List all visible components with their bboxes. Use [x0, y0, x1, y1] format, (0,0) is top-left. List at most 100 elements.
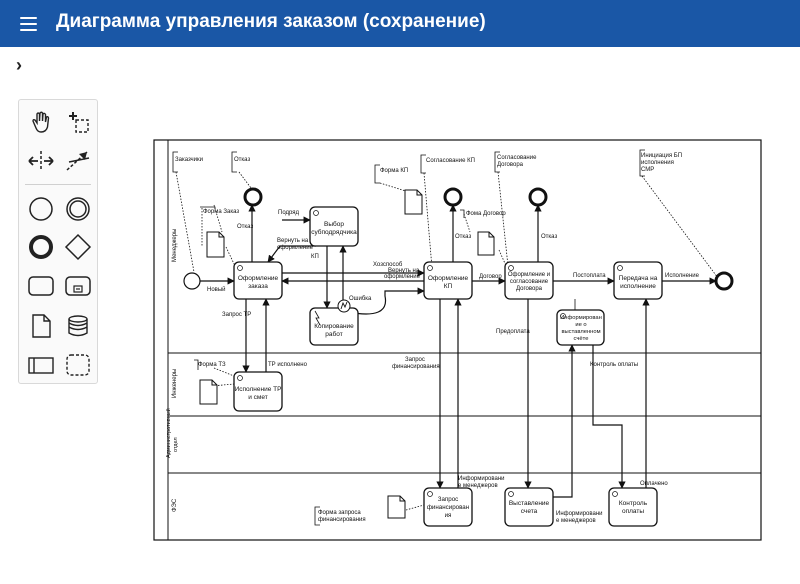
- flow-label-execution: Исполнение: [665, 273, 700, 279]
- data-object-kp-form[interactable]: [404, 189, 423, 215]
- task-payment-control[interactable]: Контроль оплаты: [608, 487, 658, 527]
- svg-text:Выставление: Выставление: [509, 500, 550, 507]
- intermediate-event-icon[interactable]: [63, 194, 93, 224]
- flow-label-refusal-1: Отказ: [237, 224, 253, 230]
- lane-admin-line2[interactable]: отдел: [173, 437, 179, 452]
- task-order[interactable]: Оформление заказа: [233, 261, 283, 300]
- lane-admin-line1[interactable]: Административный: [165, 408, 172, 458]
- lasso-icon[interactable]: [63, 108, 93, 138]
- lane-fes[interactable]: ФЭС: [172, 498, 178, 512]
- annotation-contract-approval[interactable]: Согласование Договора: [494, 151, 537, 173]
- svg-text:Заказчики: Заказчики: [175, 157, 203, 163]
- palette-separator: [25, 184, 91, 185]
- flow-label-error: Ошибка: [349, 296, 372, 302]
- gateway-icon[interactable]: [63, 232, 93, 262]
- lane-managers[interactable]: Менеджеры: [172, 229, 178, 262]
- flow-label-info2-line2: е менеджеров: [556, 518, 596, 524]
- svg-text:Согласование КП: Согласование КП: [426, 158, 475, 164]
- task-icon[interactable]: [26, 271, 56, 301]
- flow-label-fin-line1: Запрос: [405, 357, 425, 363]
- task-copy-works[interactable]: Копирование работ: [309, 307, 359, 346]
- svg-text:Оформление и: Оформление и: [508, 272, 550, 278]
- svg-text:Информирован: Информирован: [560, 315, 602, 321]
- svg-text:исполнения: исполнения: [641, 160, 674, 166]
- annotation-fin-form[interactable]: Форма запроса финансирования: [314, 506, 366, 526]
- end-event-refusal-1[interactable]: [243, 187, 263, 207]
- flow-label-back-line1: Вернуть на: [277, 238, 309, 244]
- end-event-refusal-2[interactable]: [443, 187, 463, 207]
- annotation-init-bp[interactable]: Инициация БП исполнения СМР: [639, 149, 682, 177]
- svg-text:счёте: счёте: [574, 336, 589, 342]
- svg-text:Форма запроса: Форма запроса: [318, 510, 361, 516]
- data-object-fin-form[interactable]: [387, 495, 406, 519]
- svg-text:Инициация БП: Инициация БП: [641, 153, 682, 159]
- svg-text:ие о: ие о: [575, 322, 586, 328]
- hamburger-icon[interactable]: [16, 12, 42, 36]
- task-tr-exec[interactable]: Исполнение ТР и смет: [233, 371, 283, 412]
- svg-text:Отказ: Отказ: [234, 157, 250, 163]
- flow-label-postpay: Постоплата: [573, 273, 606, 279]
- task-subcontractor[interactable]: Выбор субподрядчика: [309, 206, 359, 247]
- start-event-icon[interactable]: [26, 194, 56, 224]
- svg-text:Передача на: Передача на: [619, 275, 658, 282]
- annotation-refusal[interactable]: Отказ: [231, 151, 250, 173]
- group-icon[interactable]: [63, 350, 93, 380]
- svg-text:Форма КП: Форма КП: [380, 168, 408, 174]
- boundary-error-event[interactable]: [337, 299, 351, 313]
- data-object-icon[interactable]: [26, 311, 56, 341]
- flow-label-pick: Подряд: [278, 210, 300, 216]
- end-event-refusal-3[interactable]: [528, 187, 548, 207]
- lane-engineers[interactable]: Инженеры: [172, 369, 178, 398]
- svg-text:Форма ТЗ: Форма ТЗ: [198, 362, 226, 368]
- flow-label-refusal-2: Отказ: [455, 234, 471, 240]
- participant-icon[interactable]: [26, 350, 56, 380]
- data-object-tz-form[interactable]: Форма ТЗ: [194, 359, 226, 405]
- end-event-execution[interactable]: [714, 271, 734, 291]
- annotation-kp-form[interactable]: Форма КП: [374, 164, 408, 184]
- task-invoice[interactable]: Выставление счета: [504, 487, 554, 527]
- app-header: Диаграмма управления заказом (сохранение…: [0, 0, 800, 47]
- task-fin-request[interactable]: Запрос финансирован ия: [423, 487, 473, 527]
- flow-label-paid: Оплачено: [640, 481, 668, 487]
- task-kp[interactable]: Оформление КП: [423, 261, 473, 300]
- sequence-flows: [200, 204, 717, 498]
- svg-text:Контроль: Контроль: [619, 500, 648, 507]
- task-transfer[interactable]: Передача на исполнение: [613, 261, 663, 300]
- page-title: Диаграмма управления заказом (сохранение…: [56, 11, 486, 32]
- data-object-order-form[interactable]: Форма Заказ: [200, 206, 239, 258]
- flow-label-info-line2: е менеджеров: [458, 483, 498, 489]
- chevron-right-icon[interactable]: ›: [16, 55, 22, 75]
- data-object-contract-form[interactable]: Фома Договор: [460, 209, 506, 256]
- flow-label-refusal-3: Отказ: [541, 234, 557, 240]
- svg-text:согласование: согласование: [510, 279, 549, 285]
- svg-text:Фома Договор: Фома Договор: [466, 211, 506, 217]
- svg-text:Запрос: Запрос: [438, 496, 459, 503]
- svg-text:Копирование: Копирование: [314, 323, 354, 330]
- flow-label-tr-done: ТР исполнено: [268, 362, 308, 368]
- subprocess-icon[interactable]: [63, 271, 93, 301]
- end-event-icon[interactable]: [26, 232, 56, 262]
- flow-label-payment-control: Контроль оплаты: [590, 362, 638, 368]
- flow-label-back2-line1: Вернуть на: [388, 268, 420, 274]
- hand-icon[interactable]: [26, 108, 56, 138]
- svg-text:счета: счета: [521, 508, 538, 515]
- svg-text:Выбор: Выбор: [324, 220, 344, 228]
- flow-label-back2-line2: оформление: [384, 274, 421, 280]
- svg-text:финансирован: финансирован: [427, 504, 469, 511]
- svg-text:ия: ия: [445, 512, 452, 519]
- svg-text:Форма Заказ: Форма Заказ: [203, 209, 239, 215]
- start-event-new[interactable]: [183, 272, 201, 290]
- global-connect-icon[interactable]: [63, 146, 93, 176]
- pool[interactable]: [153, 139, 762, 541]
- task-contract[interactable]: Оформление и согласование Договора: [504, 261, 554, 300]
- svg-text:и смет: и смет: [248, 394, 268, 401]
- svg-text:работ: работ: [325, 330, 342, 338]
- annotation-kp-approval[interactable]: Согласование КП: [420, 154, 475, 174]
- data-store-icon[interactable]: [63, 311, 93, 341]
- svg-text:СМР: СМР: [641, 167, 654, 173]
- task-billing-info[interactable]: Информирован ие о выставленном счёте: [556, 309, 605, 346]
- space-icon[interactable]: [26, 146, 56, 176]
- annotation-customers[interactable]: Заказчики: [172, 151, 203, 173]
